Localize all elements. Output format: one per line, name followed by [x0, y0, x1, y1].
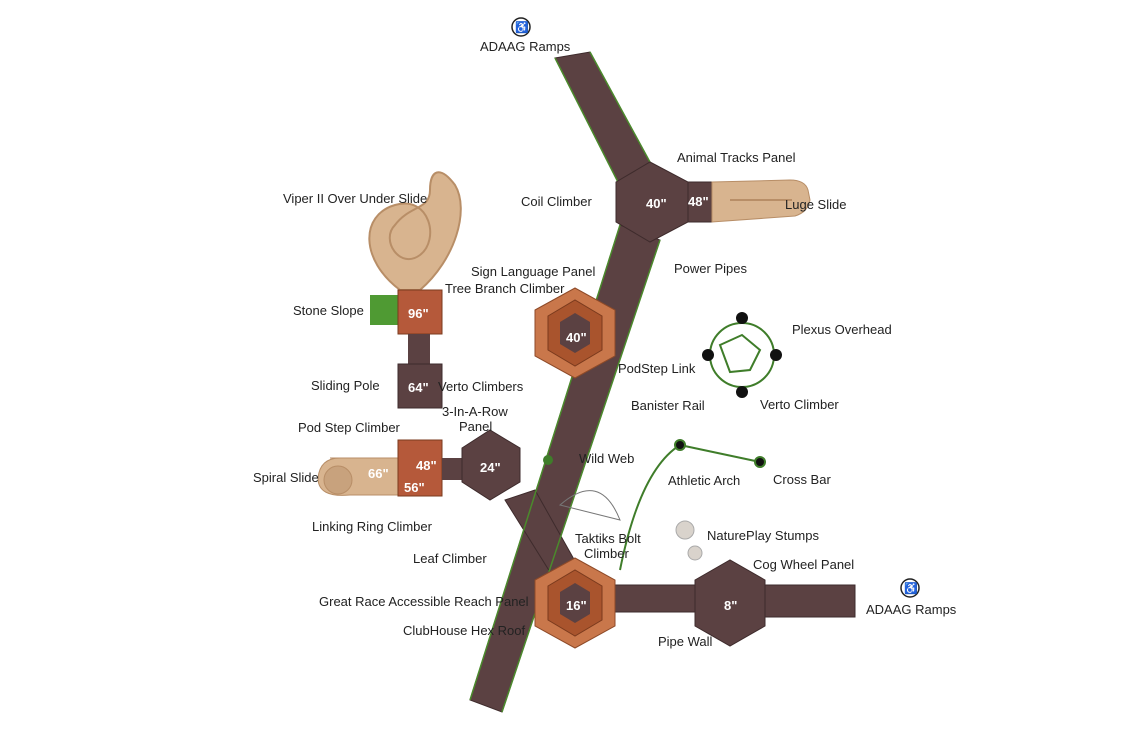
label-three-row-1: 3-In-A-Row	[442, 404, 508, 419]
label-stone-slope: Stone Slope	[293, 303, 364, 318]
label-athletic-arch: Athletic Arch	[668, 473, 740, 488]
label-cross-bar: Cross Bar	[773, 472, 831, 487]
label-animal-tracks: Animal Tracks Panel	[677, 150, 796, 165]
label-leaf-climber: Leaf Climber	[413, 551, 487, 566]
label-taktiks-2: Climber	[584, 546, 629, 561]
deck-tree-label: 96"	[408, 306, 429, 321]
label-clubhouse: ClubHouse Hex Roof	[403, 623, 526, 638]
label-verto-climbers: Verto Climbers	[438, 379, 524, 394]
deck-cog-label: 8"	[724, 598, 737, 613]
deck-cog-hex	[694, 559, 766, 647]
wheelchair-icon: ♿	[511, 17, 531, 37]
deck-pole-label: 64"	[408, 380, 429, 395]
label-ada-ramps-right: ADAAG Ramps	[866, 602, 957, 617]
deck-club-label: 16"	[566, 598, 587, 613]
label-coil-climber: Coil Climber	[521, 194, 592, 209]
label-three-row-2: Panel	[459, 419, 492, 434]
viper-slide	[368, 171, 462, 291]
label-banister: Banister Rail	[631, 398, 705, 413]
ramp-right	[614, 584, 701, 613]
ramps	[469, 51, 856, 713]
label-plexus: Plexus Overhead	[792, 322, 892, 337]
plexus-overhead	[702, 312, 782, 398]
deck-spiral-low-label: 56"	[404, 480, 425, 495]
stump-1	[675, 520, 695, 540]
label-great-race: Great Race Accessible Reach Panel	[319, 594, 529, 609]
label-spiral-slide: Spiral Slide	[253, 470, 319, 485]
stone-slope	[370, 295, 398, 325]
deck-top-label: 40"	[646, 196, 667, 211]
label-pipe-wall: Pipe Wall	[658, 634, 713, 649]
svg-text:♿: ♿	[904, 582, 918, 595]
clubhouse-tower: 16"	[534, 557, 616, 649]
label-power-pipes: Power Pipes	[674, 261, 747, 276]
deck-pole	[397, 363, 443, 409]
green-post	[543, 455, 553, 465]
deck-spiral-mid-label: 48"	[416, 458, 437, 473]
deck-center-label: 24"	[480, 460, 501, 475]
sign-language-tower: 40"	[534, 287, 616, 379]
label-linking-ring: Linking Ring Climber	[312, 519, 433, 534]
wild-web	[558, 490, 621, 521]
svg-text:♿: ♿	[515, 21, 529, 34]
label-pod-step: Pod Step Climber	[298, 420, 401, 435]
label-cog-wheel: Cog Wheel Panel	[753, 557, 854, 572]
ramp-cog-right	[764, 584, 856, 618]
athletic-arch	[619, 439, 766, 571]
wheelchair-icon: ♿	[900, 578, 920, 598]
label-taktiks-1: Taktiks Bolt	[575, 531, 641, 546]
label-luge-slide: Luge Slide	[785, 197, 846, 212]
deck-center-hex	[461, 429, 521, 501]
label-podstep-link: PodStep Link	[618, 361, 696, 376]
label-tree-branch: Tree Branch Climber	[445, 281, 565, 296]
deck-sign-label: 40"	[566, 330, 587, 345]
deck-spiral-label: 66"	[368, 466, 389, 481]
label-verto-climber: Verto Climber	[760, 397, 839, 412]
label-sign-language: Sign Language Panel	[471, 264, 595, 279]
label-natureplay: NaturePlay Stumps	[707, 528, 819, 543]
label-viper: Viper II Over Under Slide	[283, 191, 427, 206]
deck-spiral	[397, 439, 443, 497]
label-ada-ramps-top: ADAAG Ramps	[480, 39, 571, 54]
label-sliding-pole: Sliding Pole	[311, 378, 380, 393]
label-wild-web: Wild Web	[579, 451, 634, 466]
deck-top-side	[687, 181, 713, 223]
deck-top-side-label: 48"	[688, 194, 709, 209]
stump-2	[687, 545, 703, 561]
